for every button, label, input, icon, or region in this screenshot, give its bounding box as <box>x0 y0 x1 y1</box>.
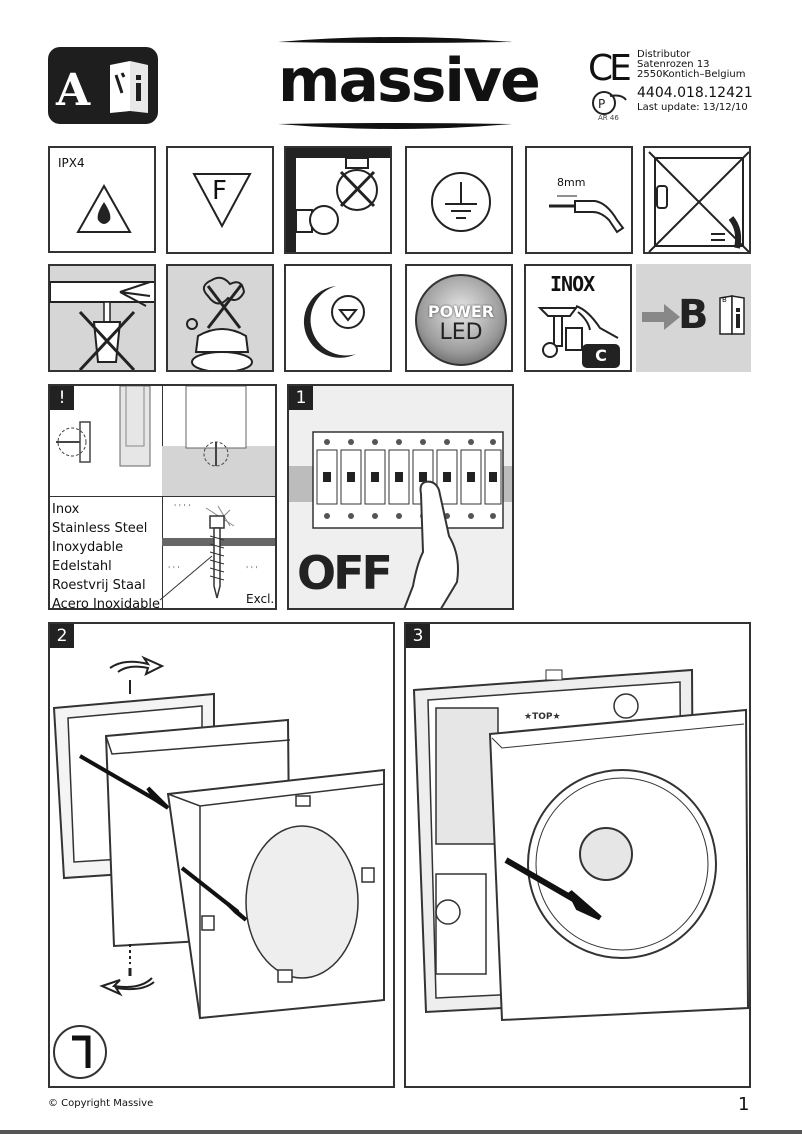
step-number: 3 <box>406 624 430 648</box>
address-line-2: 2550Kontich–Belgium <box>637 69 746 80</box>
certification-mark: P AR 46 <box>588 90 628 124</box>
step-number: 1 <box>289 386 313 410</box>
materials-list: Inox Stainless Steel Inoxydable Edelstah… <box>52 500 160 610</box>
material-item: Roestvrij Staal <box>52 578 146 593</box>
stainless-warning-panel: ! ' ' ' ' ' ' ' ' ' ' Inox Stainless Ste… <box>48 384 277 610</box>
inox-word: INOX <box>550 272 595 296</box>
led-word: LED <box>439 320 483 345</box>
inox-symbol: INOX C <box>524 264 632 372</box>
arrow-right-icon <box>642 304 680 330</box>
cable-crossed-icon <box>50 281 154 370</box>
svg-text:P: P <box>598 97 605 111</box>
step-3-panel: 3 ★TOP★ <box>404 622 751 1088</box>
cover-removal-drawing <box>412 668 749 1022</box>
manual-badge-letter: A <box>56 65 91 116</box>
fuse-box-drawing <box>289 431 512 608</box>
material-item: Stainless Steel <box>52 521 148 536</box>
brand-name: massive <box>278 46 541 116</box>
svg-text:' ' ': ' ' ' <box>246 565 258 574</box>
power-led-disc: POWER LED <box>415 274 507 366</box>
address-line-1: Satenrozen 13 <box>637 59 710 70</box>
insulation-crossed-icon <box>186 276 253 370</box>
manual-b-small: B <box>722 296 727 304</box>
f-triangle-icon <box>192 173 252 228</box>
see-manual-b-panel: B B <box>636 264 751 372</box>
manual-b-letter: B <box>678 292 709 338</box>
moon-bulb-icon <box>303 286 365 358</box>
manual-book-icon <box>719 295 745 335</box>
f-mark-text: F <box>212 176 227 206</box>
switch-crossed-icon <box>648 151 749 252</box>
copyright: © Copyright Massive <box>48 1098 154 1109</box>
cleaning-hand-icon <box>537 305 619 358</box>
power-led-symbol: POWER LED <box>405 264 513 372</box>
footer-rule <box>0 1130 802 1134</box>
distributor-label: Distributor <box>637 49 691 60</box>
wire-icon <box>549 195 625 234</box>
material-item: Inox <box>52 502 80 517</box>
manual-badge: A <box>48 47 158 124</box>
product-code: 4404.018.12421 <box>637 85 753 101</box>
material-item: Edelstahl <box>52 559 112 574</box>
cert-code: AR 46 <box>598 114 619 122</box>
ip-rating-symbol: IPX4 <box>48 146 156 253</box>
no-dimmer-symbol <box>643 146 751 254</box>
no-ceiling-mount-symbol <box>284 146 392 254</box>
no-insulation-cover-symbol <box>166 264 274 372</box>
warning-tag: ! <box>50 386 74 410</box>
lamp-crossed-icon <box>295 157 378 235</box>
excl-label: Excl. <box>246 592 275 606</box>
wire-strip-symbol: 8mm <box>525 146 633 254</box>
power-word: POWER <box>427 302 495 321</box>
energy-saving-bulb-symbol <box>284 264 392 372</box>
material-item: Acero Inoxidable <box>52 597 160 610</box>
off-label: OFF <box>297 546 393 600</box>
ce-mark: CE <box>588 48 632 89</box>
water-drop-triangle-icon <box>76 184 132 233</box>
step-2-panel: 2 <box>48 622 395 1088</box>
svg-text:' ' ': ' ' ' <box>168 565 180 574</box>
distributor-block: Distributor Satenrozen 13 2550Kontich–Be… <box>637 50 787 113</box>
manual-c-badge: C <box>582 344 620 368</box>
pct-icon: P <box>592 91 627 115</box>
disassembly-drawing <box>52 655 385 1079</box>
earth-ground-symbol <box>405 146 513 254</box>
brand-logo: massive <box>270 36 541 132</box>
manual-book-icon <box>110 61 148 113</box>
material-item: Inoxydable <box>52 540 124 555</box>
page-number: 1 <box>738 1094 750 1115</box>
svg-text:' ' ' ': ' ' ' ' <box>174 503 190 512</box>
wire-length-text: 8mm <box>557 176 586 189</box>
ip-rating-text: IPX4 <box>58 156 85 170</box>
step-3-brand-mark: ★TOP★ <box>524 712 561 722</box>
screw-detail-drawing: ' ' ' ' ' ' ' ' ' ' <box>56 386 275 601</box>
step-number: 2 <box>50 624 74 648</box>
last-update: Last update: 13/12/10 <box>637 102 748 113</box>
flammable-surface-symbol: F <box>166 146 274 254</box>
ground-icon <box>431 172 491 232</box>
step-1-panel: 1 OFF <box>287 384 514 610</box>
no-cable-contact-symbol <box>48 264 156 372</box>
